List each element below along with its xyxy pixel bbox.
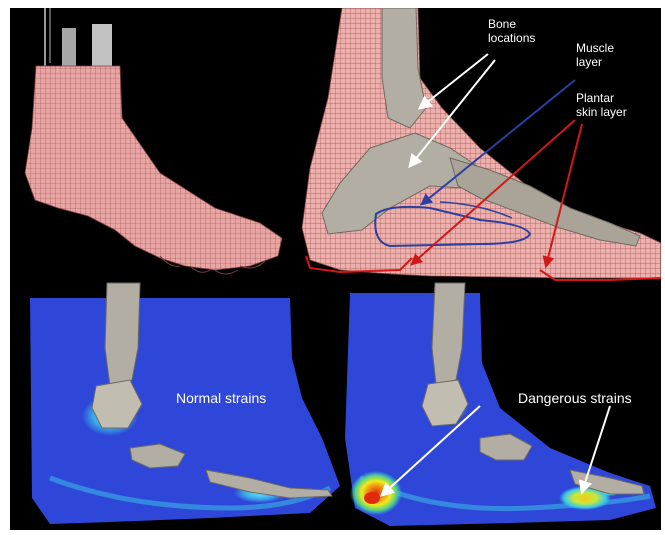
- figure-frame: Bone locations Muscle layer Plantar skin…: [10, 8, 661, 530]
- label-normal-strains: Normal strains: [176, 390, 266, 406]
- label-dangerous-strains: Dangerous strains: [518, 390, 632, 406]
- label-muscle-line-1: Muscle: [576, 42, 614, 56]
- label-plantar-line-1: Plantar: [576, 92, 627, 106]
- label-plantar-skin-layer: Plantar skin layer: [576, 92, 627, 120]
- label-muscle-line-2: layer: [576, 56, 614, 70]
- foot-model-figure: [10, 8, 661, 530]
- label-muscle-layer: Muscle layer: [576, 42, 614, 70]
- label-bone-line-2: locations: [488, 32, 535, 46]
- label-bone-line-1: Bone: [488, 18, 535, 32]
- label-plantar-line-2: skin layer: [576, 106, 627, 120]
- label-bone-locations: Bone locations: [488, 18, 535, 46]
- external-foot-mesh: [25, 8, 282, 274]
